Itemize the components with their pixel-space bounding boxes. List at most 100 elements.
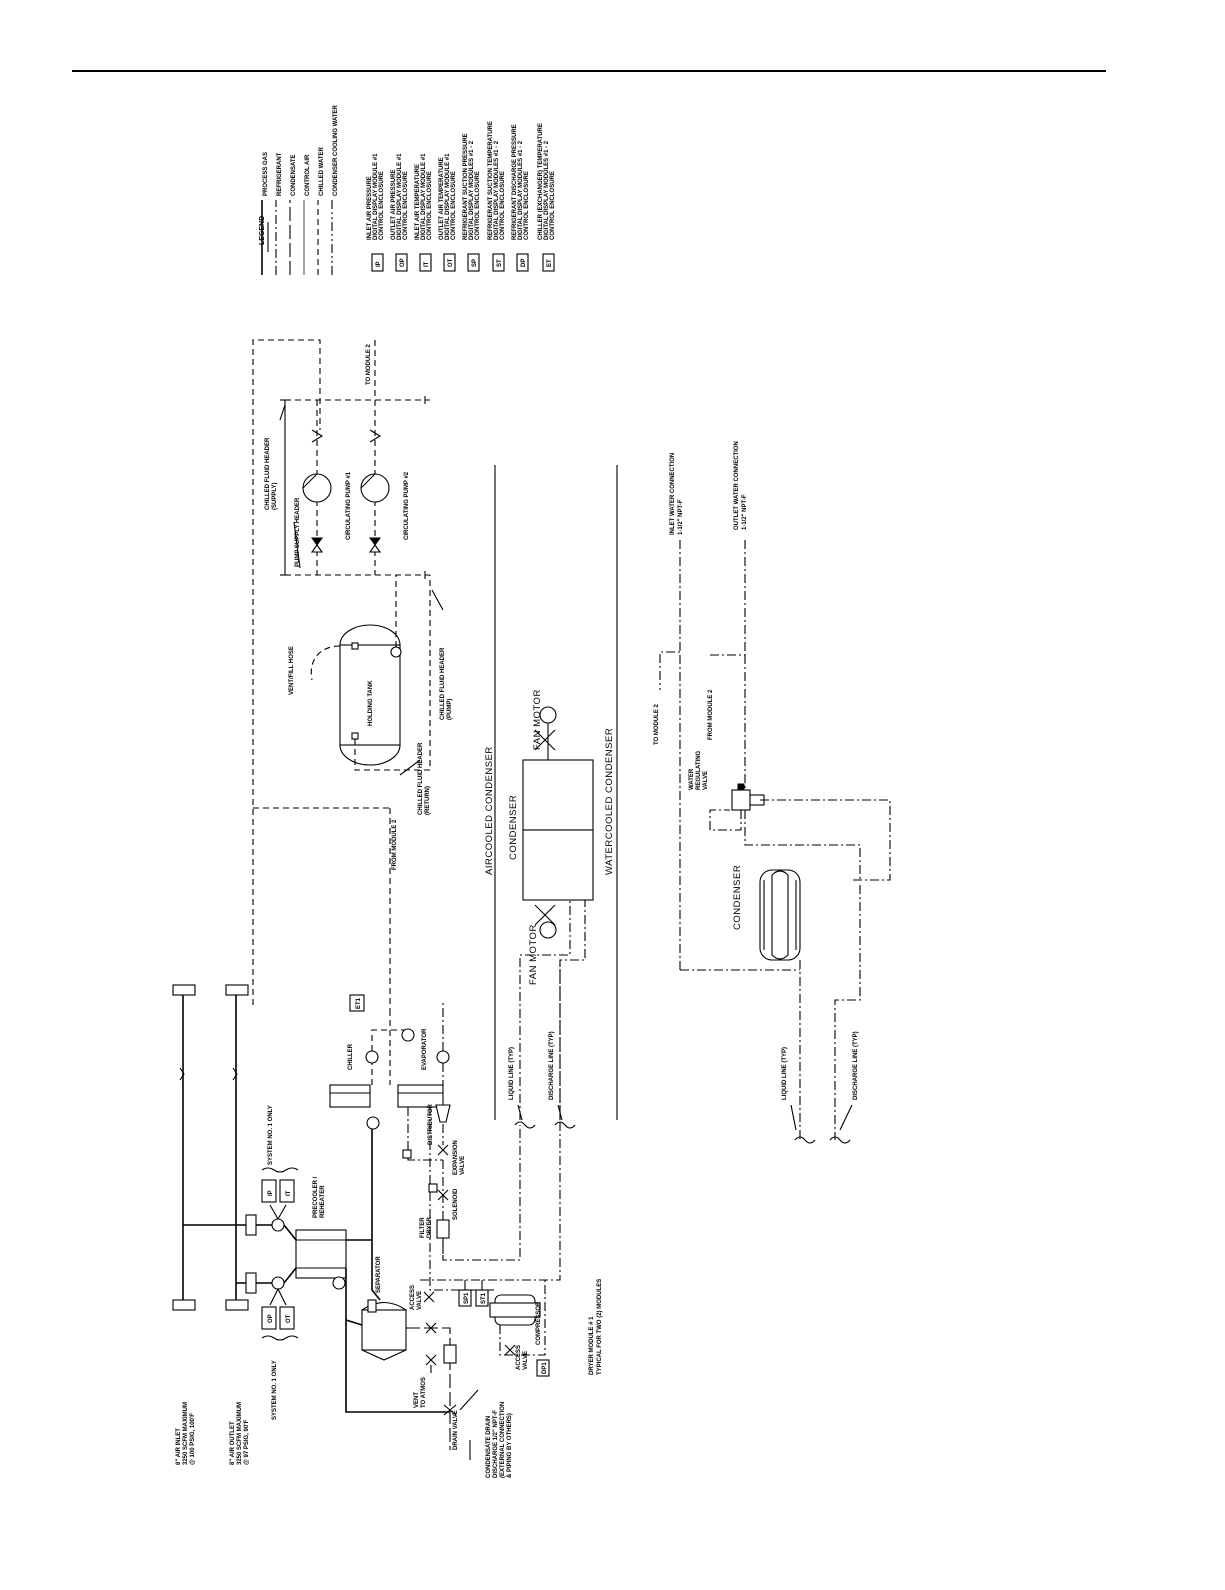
legend-symbol-dp: DP REFRIGERANT DISCHARGE PRESSURE DIGITA… — [512, 124, 530, 272]
svg-text:ET1: ET1 — [356, 997, 362, 1009]
svg-text:IT: IT — [286, 1190, 292, 1196]
from-module-2-b-label: FROM MODULE 2 — [708, 689, 714, 740]
outlet-water-label: OUTLET WATER CONNECTION — [734, 441, 740, 530]
instrument-sp1: SP1 — [458, 1289, 472, 1307]
svg-text:VALVE: VALVE — [460, 1156, 466, 1175]
svg-text:ST: ST — [497, 259, 503, 267]
svg-text:DRYER: DRYER — [427, 1217, 433, 1238]
condenser-air-label: CONDENSER — [508, 795, 519, 860]
svg-text:DIGITAL DISPLAY MODULES #1 - 2: DIGITAL DISPLAY MODULES #1 - 2 — [544, 140, 550, 240]
svg-text:TYPICAL FOR TWO (2) MODULES: TYPICAL FOR TWO (2) MODULES — [597, 1279, 603, 1375]
legend-label-refrigerant: REFRIGERANT — [277, 152, 283, 196]
svg-text:CONTROL ENCLOSURE: CONTROL ENCLOSURE — [550, 171, 556, 240]
chilled-pump-label: CHILLED FLUID HEADER — [440, 647, 446, 720]
fan-motor-top — [534, 706, 557, 760]
instrument-st1: ST1 — [475, 1289, 489, 1307]
system-only-top-label: SYSTEM NO. 1 ONLY — [268, 1105, 274, 1165]
condenser-water-label: CONDENSER — [732, 865, 743, 930]
svg-text:DP: DP — [521, 259, 527, 267]
evaporator-label: EVAPORATOR — [422, 1028, 428, 1070]
aircooled-condenser-section: AIRCOOLED CONDENSER CONDENSER FAN MOTOR … — [484, 465, 618, 1120]
svg-text:REFRIGERANT SUCTION PRESSURE: REFRIGERANT SUCTION PRESSURE — [463, 133, 469, 240]
drain-valve-label: DRAIN VALVE — [453, 1410, 459, 1450]
water-regulating-valve-label: WATER — [689, 768, 695, 790]
discharge-line-a-label: DISCHARGE LINE (TYP) — [549, 1031, 555, 1100]
svg-text:CONTROL ENCLOSURE: CONTROL ENCLOSURE — [475, 171, 481, 240]
water-regulating-valve — [731, 783, 765, 811]
separator-label: SEPARATOR — [376, 1256, 382, 1293]
air-outlet-flange-top — [225, 984, 249, 996]
svg-text:IT: IT — [424, 261, 430, 267]
svg-text:CONTROL ENCLOSURE: CONTROL ENCLOSURE — [403, 171, 409, 240]
access-valve-2-label: ACCESS — [516, 1345, 522, 1370]
svg-text:INLET AIR TEMPERATURE: INLET AIR TEMPERATURE — [415, 164, 421, 240]
holding-tank-label: HOLDING TANK — [368, 680, 374, 726]
instrument-dp1: DP1 — [536, 1359, 550, 1377]
chilled-supply-label: CHILLED FLUID HEADER — [265, 437, 271, 510]
svg-text:VALVE: VALVE — [417, 1291, 423, 1310]
svg-text:ET: ET — [547, 259, 553, 267]
svg-text:DIGITAL DISPLAY MODULE #1: DIGITAL DISPLAY MODULE #1 — [397, 153, 403, 240]
instrument-op: OP — [261, 1306, 277, 1330]
chiller-label: CHILLER — [348, 1043, 354, 1070]
svg-text:1-1/2" NPT-F: 1-1/2" NPT-F — [678, 499, 684, 535]
circulating-pump-2 — [360, 473, 390, 553]
svg-text:DIGITAL DISPLAY MODULE #1: DIGITAL DISPLAY MODULE #1 — [421, 153, 427, 240]
svg-text:SP: SP — [472, 259, 478, 267]
aircooled-condenser-label: AIRCOOLED CONDENSER — [484, 746, 495, 875]
svg-text:DISCHARGE 1/2" NPT-F: DISCHARGE 1/2" NPT-F — [493, 1410, 499, 1478]
distributor-label: DISTRIBUTOR — [428, 1103, 434, 1145]
legend-symbol-ot: OT OUTLET AIR TEMPERATURE DIGITAL DISPLA… — [439, 153, 457, 272]
svg-text:3250 SCFM MAXIMUM: 3250 SCFM MAXIMUM — [237, 1402, 243, 1465]
svg-text:VALVE: VALVE — [523, 1351, 529, 1370]
air-inlet-label: 8" AIR INLET — [176, 1428, 182, 1465]
vent-fill-hose-label: VENT/FILL HOSE — [289, 646, 295, 695]
legend-symbol-it: IT INLET AIR TEMPERATURE DIGITAL DISPLAY… — [415, 153, 433, 272]
legend-symbol-ip: IP INLET AIR PRESSURE DIGITAL DISPLAY MO… — [367, 153, 385, 272]
svg-text:REFRIGERANT DISCHARGE PRESSURE: REFRIGERANT DISCHARGE PRESSURE — [512, 124, 518, 240]
legend-label-condenser-water: CONDENSER COOLING WATER — [333, 104, 339, 196]
svg-text:DIGITAL DISPLAY MODULES #1 - 2: DIGITAL DISPLAY MODULES #1 - 2 — [494, 140, 500, 240]
fan-motor-1-label: FAN MOTOR — [532, 689, 543, 750]
svg-text:VALVE: VALVE — [703, 771, 709, 790]
svg-text:INLET AIR PRESSURE: INLET AIR PRESSURE — [367, 176, 373, 240]
svg-text:(EXTERNAL CONNECTION: (EXTERNAL CONNECTION — [500, 1402, 506, 1478]
dryer-module-label: DRYER MODULE # 1 — [589, 1316, 595, 1375]
svg-text:(PUMP): (PUMP) — [447, 699, 453, 720]
svg-text:(RETURN): (RETURN) — [425, 786, 431, 815]
svg-text:DP1: DP1 — [542, 1362, 548, 1374]
svg-text:CHILLER (EXCHANGER) TEMPERATUR: CHILLER (EXCHANGER) TEMPERATURE — [538, 123, 544, 240]
chiller — [329, 1084, 371, 1108]
legend-label-process-gas: PROCESS GAS — [263, 152, 269, 196]
svg-text:OP: OP — [268, 1314, 274, 1323]
instrument-et1: ET1 — [349, 994, 365, 1012]
air-outlet-flange-bottom — [225, 1299, 249, 1311]
svg-text:CONTROL ENCLOSURE: CONTROL ENCLOSURE — [524, 171, 530, 240]
pump-supply-header-label: PUMP SUPPLY HEADER — [295, 497, 301, 567]
svg-text:DIGITAL DISPLAY MODULE #1: DIGITAL DISPLAY MODULE #1 — [373, 153, 379, 240]
discharge-line-b-label: DISCHARGE LINE (TYP) — [853, 1031, 859, 1100]
air-inlet-flange-top — [172, 984, 196, 996]
svg-text:CONTROL ENCLOSURE: CONTROL ENCLOSURE — [379, 171, 385, 240]
compressor — [489, 1294, 541, 1326]
svg-text:REFRIGERANT SUCTION TEMPERATUR: REFRIGERANT SUCTION TEMPERATURE — [488, 121, 494, 240]
svg-text:OT: OT — [448, 258, 454, 267]
legend: LEGEND PROCESS GAS REFRIGERANT CONDENSAT… — [259, 104, 556, 275]
svg-text:CONTROL ENCLOSURE: CONTROL ENCLOSURE — [451, 171, 457, 240]
svg-text:REHEATER: REHEATER — [320, 1185, 326, 1218]
evaporator — [397, 1084, 444, 1108]
svg-text:OUTLET AIR TEMPERATURE: OUTLET AIR TEMPERATURE — [439, 157, 445, 240]
svg-text:@ 97 PSIG, 90'F: @ 97 PSIG, 90'F — [244, 1419, 250, 1465]
expansion-valve-label: EXPANSION — [453, 1140, 459, 1175]
circulating-pump-1-label: CIRCULATING PUMP #1 — [346, 471, 352, 540]
to-module-2-b-label: TO MODULE 2 — [654, 703, 660, 745]
watercooled-condenser — [759, 869, 801, 961]
holding-tank — [339, 624, 402, 766]
solenoid-label: SOLENOID — [453, 1188, 459, 1220]
access-valve-1-label: ACCESS — [410, 1285, 416, 1310]
air-outlet-label: 8" AIR OUTLET — [230, 1421, 236, 1465]
svg-text:IP: IP — [376, 261, 382, 267]
svg-text:TO ATMOS: TO ATMOS — [421, 1377, 427, 1408]
